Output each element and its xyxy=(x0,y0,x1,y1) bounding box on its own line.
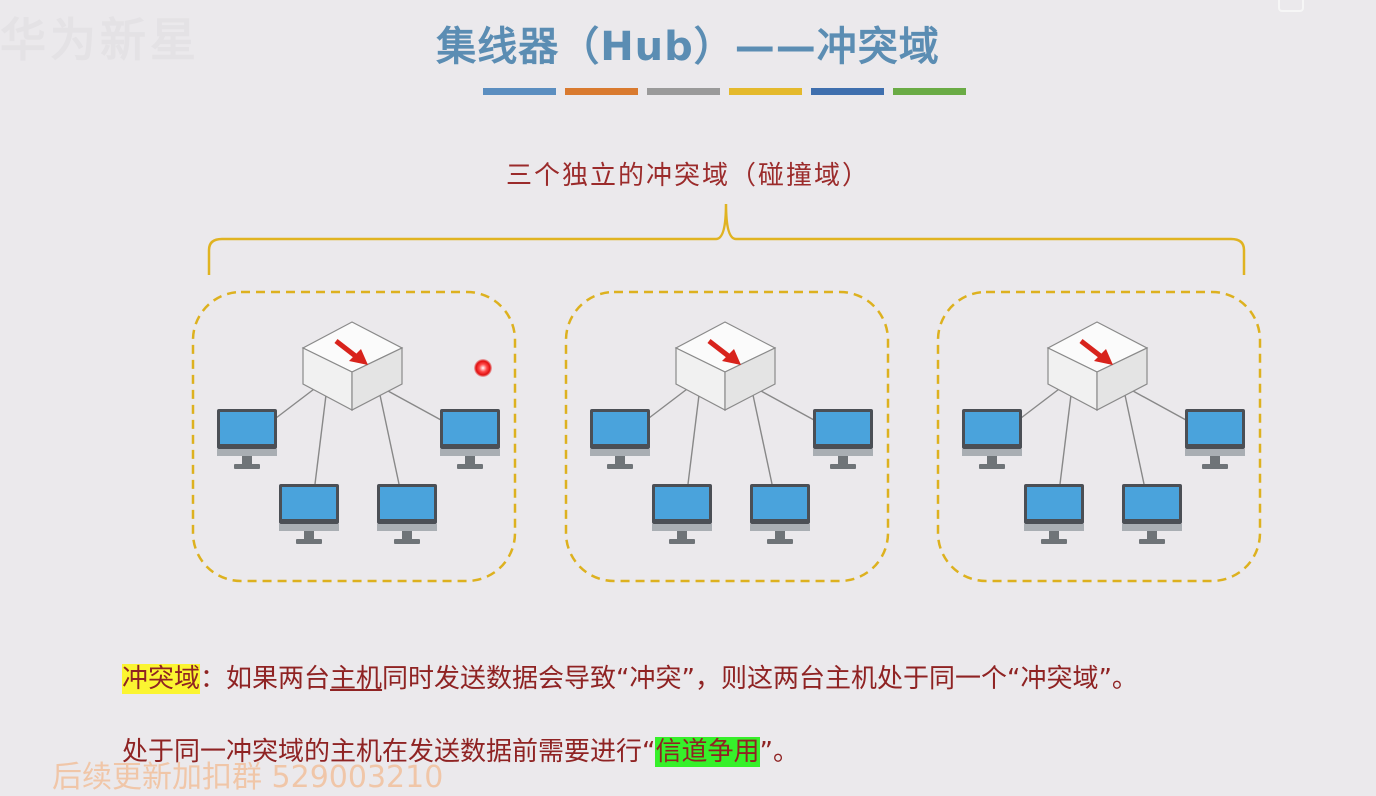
term-collision-domain: 冲突域 xyxy=(122,664,201,694)
link-line xyxy=(387,390,442,421)
link-line xyxy=(379,394,400,485)
watermark-logo: 华为新星 xyxy=(0,13,200,67)
link-line xyxy=(1124,394,1145,485)
domain-bracket xyxy=(207,203,1246,275)
slide-title: 集线器（Hub）——冲突域 xyxy=(436,24,940,70)
collision-domain-diagram xyxy=(191,203,1262,583)
computer-icon xyxy=(962,409,1022,469)
contention-text-a: 处于同一冲突域的主机在发送数据前需要进行“ xyxy=(122,737,656,767)
definition-text-b: 同时发送数据会导致“冲突”，则这两台主机处于同一个“冲突域”。 xyxy=(382,664,1138,694)
link-line xyxy=(1132,390,1187,421)
hub-icon xyxy=(1046,321,1149,411)
color-bars xyxy=(483,88,966,95)
computer-icon xyxy=(217,409,277,469)
computer-icon xyxy=(377,484,437,544)
color-bar xyxy=(565,88,638,95)
link-line xyxy=(760,390,815,421)
hub-icon xyxy=(301,321,404,411)
computer-icon xyxy=(1122,484,1182,544)
link-line xyxy=(314,394,327,485)
computer-icon xyxy=(813,409,873,469)
computer-icon xyxy=(590,409,650,469)
computer-icon xyxy=(750,484,810,544)
term-host: 主机 xyxy=(330,664,383,694)
color-bar xyxy=(729,88,802,95)
collision-domain xyxy=(564,290,890,583)
computer-icon xyxy=(1185,409,1245,469)
laser-pointer xyxy=(474,359,492,377)
diagram-subtitle: 三个独立的冲突域（碰撞域） xyxy=(505,161,870,191)
contention-line: 处于同一冲突域的主机在发送数据前需要进行“信道争用”。 xyxy=(122,731,799,768)
hub-icon xyxy=(674,321,777,411)
link-line xyxy=(1059,394,1072,485)
contention-text-b: ”。 xyxy=(759,737,799,767)
term-channel-contention: 信道争用 xyxy=(655,737,760,767)
link-line xyxy=(687,394,700,485)
bottom-watermark: 后续更新加扣群 529003210 xyxy=(52,760,444,795)
link-line xyxy=(752,394,773,485)
collision-domain xyxy=(936,290,1262,583)
definition-text-a: ：如果两台 xyxy=(200,664,331,694)
color-bar xyxy=(811,88,884,95)
collision-domain xyxy=(191,290,517,583)
download-icon[interactable] xyxy=(1278,0,1304,12)
computer-icon xyxy=(440,409,500,469)
computer-icon xyxy=(652,484,712,544)
color-bar xyxy=(483,88,556,95)
computer-icon xyxy=(279,484,339,544)
computer-icon xyxy=(1024,484,1084,544)
color-bar xyxy=(647,88,720,95)
color-bar xyxy=(893,88,966,95)
definition-line: 冲突域：如果两台主机同时发送数据会导致“冲突”，则这两台主机处于同一个“冲突域”… xyxy=(122,658,1138,695)
